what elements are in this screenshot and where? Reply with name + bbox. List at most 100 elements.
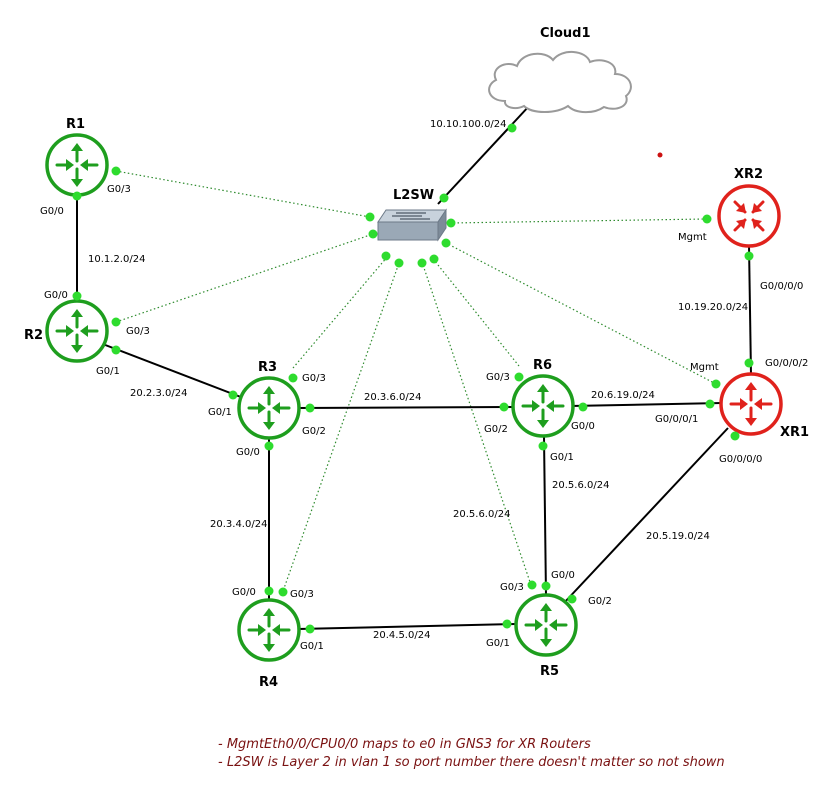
- xr-router-icon: [719, 372, 783, 436]
- subnet-label: 20.5.6.0/24: [453, 509, 510, 520]
- port-dot: [111, 317, 121, 327]
- port-label: G0/0: [551, 570, 575, 581]
- port-dot: [381, 251, 391, 261]
- router-r3[interactable]: [237, 376, 301, 440]
- port-dot: [744, 251, 754, 261]
- port-dot: [228, 390, 238, 400]
- port-dot: [538, 441, 548, 451]
- r6-label: R6: [533, 358, 552, 373]
- link-xr2-xr1[interactable]: [748, 244, 752, 376]
- port-label: G0/0/0/1: [655, 414, 698, 425]
- r4-label: R4: [259, 675, 278, 690]
- router-r2[interactable]: [45, 299, 109, 363]
- port-dot: [264, 441, 274, 451]
- link-xr1-r5[interactable]: [562, 427, 729, 605]
- port-dot: [72, 191, 82, 201]
- cloud1-label: Cloud1: [540, 26, 591, 41]
- mgmt-link-r1[interactable]: [115, 170, 371, 218]
- link-r2-r3[interactable]: [99, 342, 247, 400]
- port-dot: [446, 218, 456, 228]
- link-cloud-l2sw[interactable]: [437, 104, 531, 205]
- port-label: G0/0: [44, 290, 68, 301]
- router-xr2[interactable]: [717, 184, 781, 248]
- diagram-notes: - MgmtEth0/0/CPU0/0 maps to e0 in GNS3 f…: [218, 736, 725, 772]
- l2sw-node[interactable]: L2SW: [377, 188, 447, 242]
- r2-label: R2: [24, 328, 43, 343]
- router-icon: [237, 598, 301, 662]
- port-label: G0/3: [500, 582, 524, 593]
- subnet-label: 20.6.19.0/24: [591, 390, 655, 401]
- cloud1-node[interactable]: Cloud1: [488, 26, 632, 114]
- mgmt-link-r6[interactable]: [433, 259, 520, 367]
- port-label: G0/0: [40, 206, 64, 217]
- port-dot: [744, 358, 754, 368]
- port-label: G0/2: [484, 424, 508, 435]
- port-dot: [441, 238, 451, 248]
- router-r6[interactable]: [511, 374, 575, 438]
- port-label: G0/0: [236, 447, 260, 458]
- port-dot: [527, 580, 537, 590]
- link-r6-r5[interactable]: [543, 436, 547, 597]
- router-r5[interactable]: [514, 593, 578, 657]
- mgmt-link-r5[interactable]: [421, 261, 532, 586]
- link-r3-r6[interactable]: [297, 406, 514, 409]
- port-dot: [111, 345, 121, 355]
- port-label: G0/3: [107, 184, 131, 195]
- port-label: G0/0: [571, 421, 595, 432]
- link-r4-r5[interactable]: [297, 623, 517, 630]
- router-icon: [237, 376, 301, 440]
- mgmt-link-r3[interactable]: [292, 255, 389, 369]
- port-dot: [541, 581, 551, 591]
- router-r1[interactable]: [45, 133, 109, 197]
- port-label: G0/1: [550, 452, 574, 463]
- note-line: - L2SW is Layer 2 in vlan 1 so port numb…: [218, 755, 725, 770]
- port-label: G0/1: [300, 641, 324, 652]
- xr1-label: XR1: [780, 425, 809, 440]
- mgmt-link-xr2[interactable]: [450, 218, 708, 224]
- port-dot: [711, 379, 721, 389]
- router-xr1[interactable]: [719, 372, 783, 436]
- router-icon: [514, 593, 578, 657]
- subnet-labels: 10.10.100.0/24 10.1.2.0/24 20.2.3.0/24 2…: [88, 119, 748, 641]
- port-label: G0/3: [126, 326, 150, 337]
- link-r6-xr1[interactable]: [569, 402, 723, 407]
- port-label: Mgmt: [690, 362, 719, 373]
- port-label: G0/1: [96, 366, 120, 377]
- subnet-label: 20.3.4.0/24: [210, 519, 267, 530]
- port-label: G0/3: [486, 372, 510, 383]
- port-dot: [278, 587, 288, 597]
- mgmt-link-r4[interactable]: [281, 262, 400, 595]
- subnet-label: 20.2.3.0/24: [130, 388, 187, 399]
- switch-icon: [377, 208, 447, 242]
- r1-label: R1: [66, 117, 85, 132]
- r3-label: R3: [258, 360, 277, 375]
- port-dot: [507, 123, 517, 133]
- mgmt-link-r2[interactable]: [115, 233, 374, 323]
- port-dot: [305, 403, 315, 413]
- r5-label: R5: [540, 664, 559, 679]
- port-dot: [439, 193, 449, 203]
- router-r4[interactable]: [237, 598, 301, 662]
- port-dot: [502, 619, 512, 629]
- port-label: G0/2: [588, 596, 612, 607]
- port-label: G0/0: [232, 587, 256, 598]
- port-label: G0/2: [302, 426, 326, 437]
- subnet-label: 10.19.20.0/24: [678, 302, 748, 313]
- port-label: Mgmt: [678, 232, 707, 243]
- port-dots: [72, 123, 754, 634]
- xr2-label: XR2: [734, 167, 763, 182]
- subnet-label: 10.1.2.0/24: [88, 254, 145, 265]
- subnet-label: 20.3.6.0/24: [364, 392, 421, 403]
- subnet-label: 10.10.100.0/24: [430, 119, 507, 130]
- port-label: G0/1: [486, 638, 510, 649]
- mgmt-link-xr1[interactable]: [445, 242, 717, 385]
- router-icon: [45, 299, 109, 363]
- port-label: G0/3: [290, 589, 314, 600]
- node-labels: R1 R2 R3 R4 R5 R6 XR1 XR2: [24, 117, 809, 690]
- l2sw-label: L2SW: [393, 188, 434, 203]
- port-dot: [705, 399, 715, 409]
- port-dot: [264, 586, 274, 596]
- port-dot: [567, 594, 577, 604]
- subnet-label: 20.4.5.0/24: [373, 630, 430, 641]
